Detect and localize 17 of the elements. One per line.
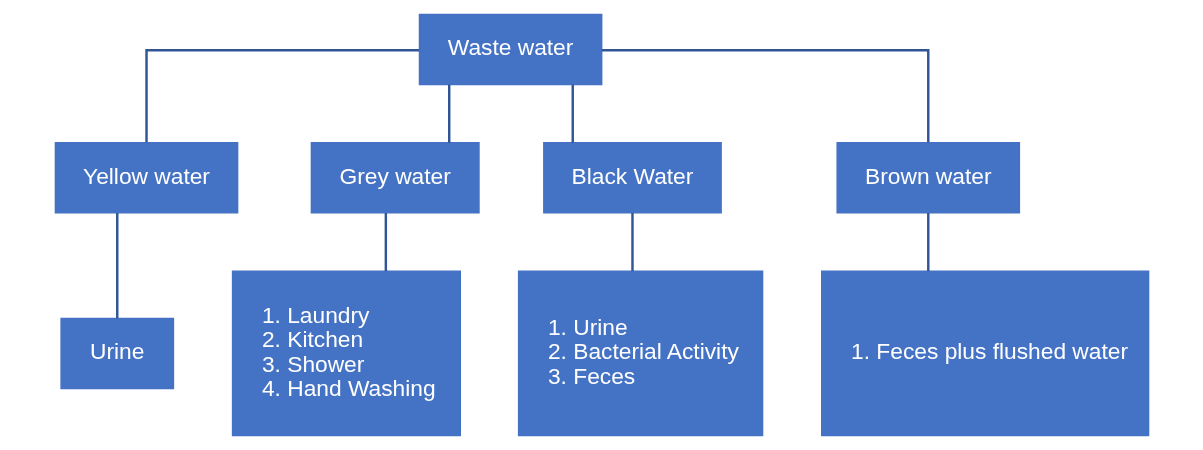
node-box: Black Water bbox=[542, 142, 722, 214]
connector bbox=[630, 212, 634, 272]
node-box: Brown water bbox=[835, 142, 1020, 214]
node-box: Grey water bbox=[310, 142, 480, 214]
node-box: Urine bbox=[59, 317, 174, 390]
connector bbox=[115, 212, 118, 319]
connector bbox=[447, 84, 450, 143]
node-box: Yellow water bbox=[54, 142, 238, 214]
node-box: Waste water bbox=[418, 13, 602, 86]
node-box: 1. Laundry 2. Kitchen 3. Shower 4. Hand Washing bbox=[231, 270, 461, 437]
connector bbox=[384, 212, 387, 272]
connector bbox=[571, 84, 574, 143]
connector bbox=[601, 49, 929, 143]
connector bbox=[144, 49, 419, 143]
node-box: 1. Feces plus flushed water bbox=[820, 270, 1149, 437]
connector bbox=[926, 212, 929, 272]
node-box: 1. Urine 2. Bacterial Activity 3. Feces bbox=[517, 270, 763, 437]
